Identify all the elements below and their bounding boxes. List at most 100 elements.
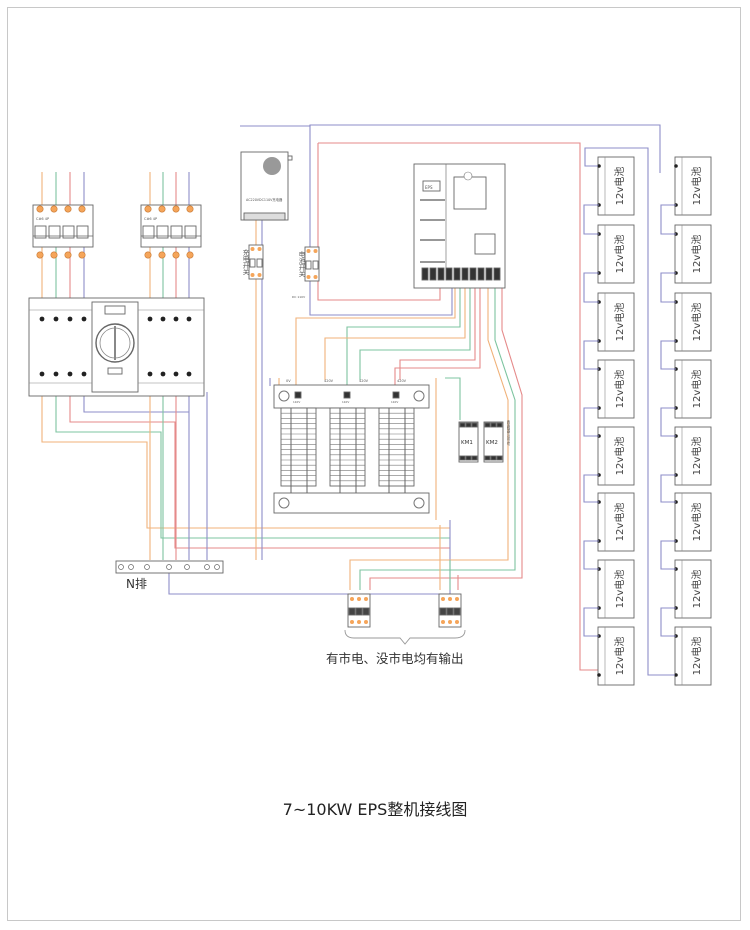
battery-link-wire [583, 607, 599, 637]
battery-pos-wire [318, 142, 598, 671]
inverter-wire [324, 285, 466, 380]
contactor-terminal [465, 422, 472, 428]
inverter-status-panel [474, 233, 496, 255]
ats-out-wire [69, 392, 450, 549]
output-note: 有市电、没市电均有输出 [326, 651, 464, 666]
terminal-screw [350, 597, 354, 601]
terminal-screw [36, 205, 44, 213]
battery-body [674, 224, 712, 284]
inverter-badge-text: EPS [425, 185, 433, 190]
inverter: EPS [413, 163, 506, 289]
n-bar-terminal [144, 564, 150, 570]
breaker-toggle [362, 607, 370, 616]
ats-indicator [107, 367, 123, 375]
battery-label: 12v电池 [613, 437, 626, 476]
battery-terminal-neg [674, 164, 678, 168]
breaker-toggle [76, 225, 89, 239]
charger: AC220VDC110V充电器 [240, 151, 293, 221]
terminal-screw [172, 251, 180, 259]
charge-switch: 充电开关 [241, 244, 264, 280]
contactor-terminal [465, 455, 472, 461]
battery-terminal-pos [674, 673, 678, 677]
battery: 12v电池 [674, 359, 712, 419]
battery-label: 12v电池 [613, 570, 626, 609]
n-bar [115, 560, 224, 574]
mount-hole [413, 390, 425, 402]
charge-switch-label: 充电开关 [241, 248, 249, 276]
terminal-screw [441, 597, 445, 601]
battery-switch-label: 电池开关 [297, 250, 305, 278]
terminal-screw [64, 205, 72, 213]
charger-label: AC220VDC110V充电器 [246, 197, 283, 202]
transformer-voltage-label: 420V [359, 379, 369, 383]
battery: 12v电池 [597, 426, 635, 486]
ats-terminal [147, 316, 153, 322]
output-brace [344, 629, 466, 645]
battery-body [674, 559, 712, 619]
charge-switch-body [248, 244, 264, 280]
battery: 12v电池 [597, 559, 635, 619]
inverter-terminal [477, 267, 485, 281]
battery-link-wire [660, 474, 676, 503]
battery-label: 12v电池 [613, 167, 626, 206]
terminal-screw [186, 205, 194, 213]
terminal-screw [455, 597, 459, 601]
terminal-screw [306, 275, 311, 279]
n-return-wire [168, 520, 451, 595]
output-breaker-1 [347, 593, 371, 628]
battery: 12v电池 [597, 156, 635, 216]
battery-link-wire [660, 540, 676, 570]
battery-pos-wire [317, 143, 441, 301]
transformer-voltage-label: 420V [324, 379, 334, 383]
mount-hole [278, 497, 290, 509]
ats-terminal [39, 316, 45, 322]
terminal-screw [64, 251, 72, 259]
ats-terminal [160, 371, 166, 377]
battery: 12v电池 [597, 224, 635, 284]
terminal-screw [313, 249, 318, 253]
inverter-wire [346, 285, 461, 386]
battery-label: 12v电池 [690, 303, 703, 342]
inverter-nameplate [453, 176, 487, 210]
ats-terminal [186, 316, 192, 322]
ats-label-plate [104, 305, 126, 315]
battery-body [674, 426, 712, 486]
terminal-screw [78, 205, 86, 213]
battery: 12v电池 [674, 292, 712, 352]
breaker-toggle [439, 607, 447, 616]
terminal-screw [144, 205, 152, 213]
n-bar-terminal [166, 564, 172, 570]
battery-label: 12v电池 [613, 235, 626, 274]
tap-label: 110V [342, 400, 349, 404]
battery-body [597, 224, 635, 284]
switch-toggle [256, 258, 263, 268]
inverter-badge [422, 180, 441, 192]
breaker-toggle [446, 607, 454, 616]
terminal-screw [36, 251, 44, 259]
battery-body [597, 492, 635, 552]
contactor-terminal [471, 455, 478, 461]
inverter-terminal [493, 267, 501, 281]
ats-terminal [39, 371, 45, 377]
inverter-wire [295, 285, 456, 386]
contactor-label: KM2 [486, 440, 498, 446]
battery-label: 12v电池 [613, 303, 626, 342]
contactor-body [458, 421, 479, 463]
terminal-screw [313, 275, 318, 279]
inverter-terminal [461, 267, 469, 281]
battery: 12v电池 [674, 156, 712, 216]
battery-link-wire [660, 204, 676, 235]
terminal-screw [78, 251, 86, 259]
battery-label: 12v电池 [690, 503, 703, 542]
battery-label: 12v电池 [690, 637, 703, 676]
terminal-screw [144, 251, 152, 259]
ats-terminal [67, 371, 73, 377]
battery-link-wire [583, 474, 599, 503]
breaker-spec: C#6 4P [144, 217, 157, 221]
battery: 12v电池 [597, 359, 635, 419]
ats-out-wire [83, 392, 189, 413]
terminal-screw [257, 273, 262, 277]
contactor-note: 两接触器互锁互切 [506, 420, 510, 446]
